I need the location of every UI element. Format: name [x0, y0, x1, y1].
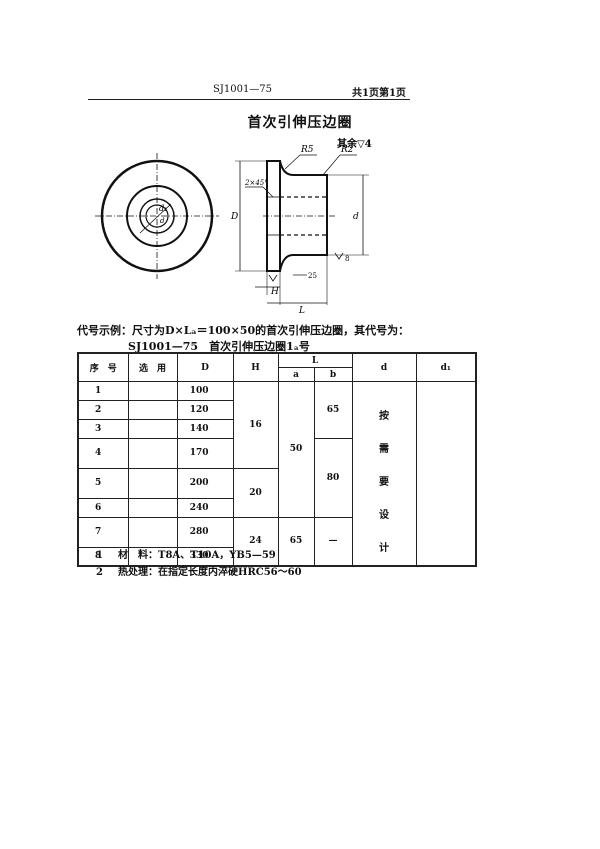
roughness-note: 其余▽4: [337, 137, 372, 150]
cell-b-group-3: —: [313, 516, 353, 567]
header-seq: 序 号: [77, 352, 129, 382]
header-L: L: [277, 352, 353, 368]
header-D: D: [176, 352, 234, 382]
cell-select: [127, 516, 178, 548]
finish-8-label: 8: [345, 255, 349, 263]
cell-a-group-1: 50: [277, 381, 315, 518]
top-view: [95, 153, 219, 279]
header-b: b: [313, 367, 353, 382]
cell-D: 140: [176, 419, 234, 439]
designation-example-line2: SJ1001—75 首次引伸压边圈1ₐ号: [128, 340, 310, 353]
cell-select: [127, 438, 178, 469]
cell-b-group-2: 80: [313, 438, 353, 518]
doc-code: SJ1001—75: [213, 84, 273, 95]
diameter-d-label: d: [353, 212, 359, 222]
diameter-D-label: D: [230, 212, 238, 222]
note-material: 1 材 料：T8A、T10A，YB5—59: [96, 546, 276, 561]
cell-d1-blank: [415, 381, 477, 567]
cell-no: 1: [77, 381, 129, 401]
cell-select: [127, 381, 178, 401]
cell-no: 2: [77, 400, 129, 420]
cell-D: 120: [176, 400, 234, 420]
cell-select: [127, 400, 178, 420]
page-info: 共1页第1页: [352, 88, 406, 99]
header-d: d: [351, 352, 417, 382]
length-L-label: L: [298, 306, 305, 316]
radius-r5-label: R5: [300, 145, 314, 155]
d-label-top: d: [160, 217, 165, 225]
note-number: 1: [96, 550, 103, 561]
cell-H-group-3: 24: [232, 516, 279, 567]
cell-D: 240: [176, 497, 234, 518]
specification-table: 序 号 选 用 D H L d d₁ a b 1 100 16 50 65 按 …: [77, 352, 478, 567]
side-view: [235, 154, 369, 305]
header-H: H: [232, 352, 279, 382]
cell-D: 280: [176, 516, 234, 548]
radius-r2-label: R2: [340, 145, 354, 155]
note-text: 材 料：T8A、T10A，YB5—59: [118, 550, 276, 561]
cell-select: [127, 419, 178, 439]
cell-H-group-2: 20: [232, 467, 279, 518]
cell-no: 8: [77, 546, 129, 567]
header-a: a: [277, 367, 315, 382]
cell-d-note: 按 需 要 设 计: [351, 381, 417, 567]
chamfer-label: 2×45°: [244, 179, 268, 187]
cell-no: 3: [77, 419, 129, 439]
document-title: 首次引伸压边圈: [247, 115, 353, 131]
cell-b-group-1: 65: [313, 381, 353, 439]
cell-a-group-2: 65: [277, 516, 315, 567]
header-select: 选 用: [127, 352, 178, 382]
header-divider: [88, 99, 410, 100]
cell-H-group-1: 16: [232, 381, 279, 469]
note-heat-treatment: 2 热处理：在指定长度内淬硬HRC56～60: [96, 563, 302, 578]
cell-select: [127, 497, 178, 518]
height-H-label: H: [270, 287, 279, 297]
technical-drawing: d₁ d 其余▽4 R5: [95, 137, 372, 316]
cell-no: 6: [77, 497, 129, 518]
designation-example-line1: 代号示例：尺寸为D×Lₐ＝100×50的首次引伸压边圈，其代号为：: [77, 324, 410, 337]
finish-25-label: 25: [308, 272, 317, 280]
note-number: 2: [96, 567, 103, 578]
cell-no: 7: [77, 516, 129, 548]
cell-no: 5: [77, 467, 129, 499]
cell-D: 330: [176, 546, 234, 567]
cell-no: 4: [77, 438, 129, 469]
cell-D: 200: [176, 467, 234, 499]
note-text: 热处理：在指定长度内淬硬HRC56～60: [118, 567, 302, 578]
header-d1: d₁: [415, 352, 477, 382]
cell-select: [127, 467, 178, 499]
d1-label: d₁: [159, 204, 167, 213]
cell-D: 170: [176, 438, 234, 469]
cell-D: 100: [176, 381, 234, 401]
